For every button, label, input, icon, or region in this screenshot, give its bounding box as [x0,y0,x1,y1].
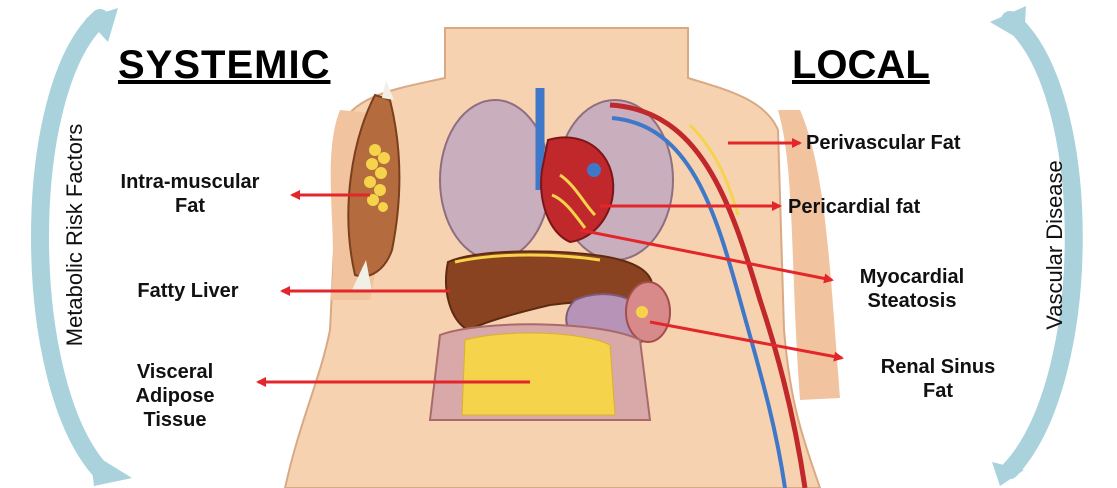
local-heading: LOCAL [792,43,930,87]
intramuscular-fat-label: Intra-muscular Fat [90,170,290,218]
fatty-liver-label: Fatty Liver [100,279,276,303]
visceral-adipose-tissue-line-1: Visceral [100,360,250,384]
pericardial-fat-line-1: Pericardial fat [788,195,1008,219]
pericardial-fat-label: Pericardial fat [788,195,1008,219]
renal-sinus-fat-line-1: Renal Sinus [848,355,1028,379]
intramuscular-fat-line-2: Fat [90,194,290,218]
intestines [430,324,650,420]
perivascular-fat-label: Perivascular Fat [806,131,1052,155]
renal-sinus-fat-line-2: Fat [848,379,1028,403]
systemic-heading: SYSTEMIC [118,43,330,87]
visceral-adipose-tissue-label: Visceral Adipose Tissue [100,360,250,432]
visceral-adipose-tissue-line-2: Adipose [100,384,250,408]
left-lung [440,100,550,260]
myocardial-steatosis-line-2: Steatosis [832,289,992,313]
metabolic-risk-factors-label: Metabolic Risk Factors [62,124,87,347]
vascular-disease-label: Vascular Disease [1042,160,1067,330]
myocardial-steatosis-label: Myocardial Steatosis [832,265,992,313]
intramuscular-fat-line-1: Intra-muscular [90,170,290,194]
perivascular-fat-line-1: Perivascular Fat [806,131,1052,155]
renal-sinus-fat-label: Renal Sinus Fat [848,355,1028,403]
myocardial-steatosis-line-1: Myocardial [832,265,992,289]
renal-sinus-fat-dot [636,306,648,318]
visceral-adipose-tissue-line-3: Tissue [100,408,250,432]
fatty-liver-line-1: Fatty Liver [100,279,276,303]
